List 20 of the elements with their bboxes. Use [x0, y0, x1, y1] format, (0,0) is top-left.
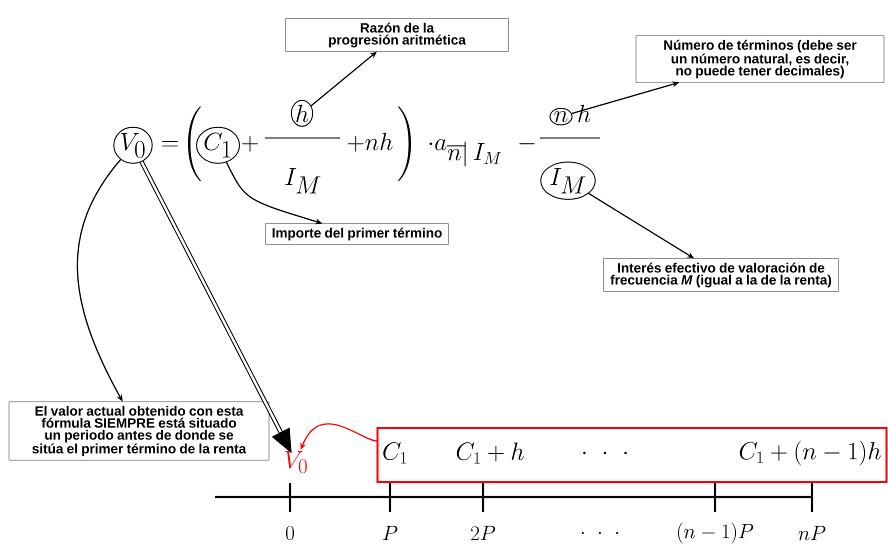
- formula-term: $+nh$: [348, 132, 393, 152]
- axis-label: $nP$: [798, 526, 826, 540]
- callout-box: Importe del primer término: [265, 223, 449, 245]
- axis-label: $.\;\;.\;\;.$: [582, 532, 618, 534]
- axis-label: $(n-1)P$: [678, 522, 754, 544]
- formula-term: $I_M$: [285, 168, 320, 194]
- payment-box: $C_1$ $C_1+h$ $.\;\;.\;\;.$ $C_1+(n-1)h$: [376, 427, 888, 483]
- callout-box: Número de términos (debe ser un número natural, es decir, no puede tener decimales): [636, 36, 884, 82]
- callout-box: Interés efectivo de valoración de frecuencia M (igual a la de la renta): [603, 258, 839, 292]
- formula-term: $\cdot a_{\overline{n\,}\!|\,I_M}$: [430, 139, 502, 166]
- equals-sign: $=$: [162, 141, 178, 146]
- axis-label: $0$: [286, 526, 294, 540]
- callout-box: Razón de la progresión aritmética: [285, 18, 509, 52]
- parenthesis: $\Biggr)$: [398, 106, 411, 182]
- axis-label: $P$: [383, 526, 398, 540]
- value-symbol: $V_0$: [285, 451, 307, 474]
- axis-label: $2P$: [471, 526, 496, 540]
- callout-box: El valor actual obtenido con esta fórmula SIEMPRE está situado un periodo antes de donde se sitúa el primer término de la renta: [8, 402, 270, 460]
- minus-sign: $-$: [519, 143, 535, 144]
- formula-term: $h$: [578, 104, 590, 122]
